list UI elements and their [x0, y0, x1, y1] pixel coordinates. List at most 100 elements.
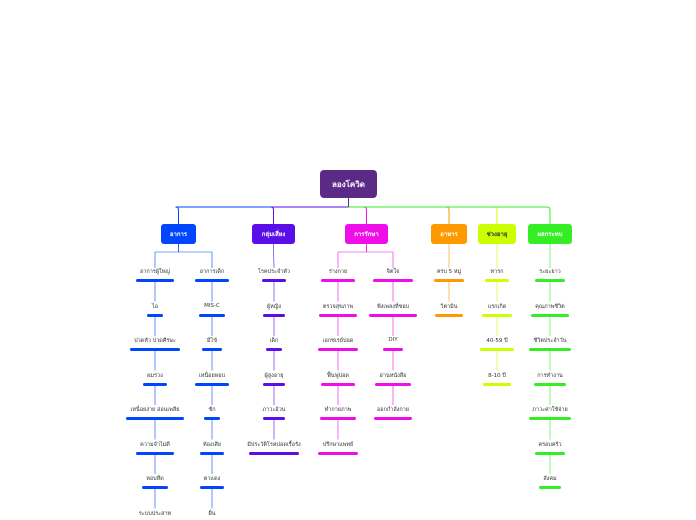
leaf-underline — [375, 382, 411, 386]
leaf-underline — [266, 348, 282, 351]
leaf-underline — [318, 451, 358, 455]
leaf-connector — [273, 243, 275, 269]
leaf-topic[interactable]: ทารก — [490, 269, 504, 275]
leaf-topic[interactable]: ฟื้นฟูปอด — [327, 372, 349, 379]
leaf-topic[interactable]: ออกกำลังกาย — [376, 407, 410, 413]
leaf-topic[interactable]: ผมร่วง — [147, 372, 163, 379]
leaf-topic[interactable]: ท้องเสีย — [202, 441, 222, 448]
branch-connector — [348, 206, 367, 224]
leaf-topic[interactable]: วิตามิน — [440, 303, 458, 310]
leaf-topic[interactable]: เอกซเรย์ปอด — [322, 338, 354, 344]
leaf-underline — [482, 313, 512, 317]
leaf-topic[interactable]: ความจำไม่ดี — [140, 441, 170, 448]
leaf-topic[interactable]: ร่างกาย — [328, 269, 348, 275]
leaf-topic[interactable]: ชีวิตประจำวัน — [533, 338, 567, 344]
leaf-underline — [321, 279, 355, 282]
leaf-underline — [200, 451, 224, 455]
branch-topic[interactable]: การรักษา — [345, 224, 388, 244]
leaf-topic[interactable]: โรคประจำตัว — [258, 269, 290, 275]
leaf-topic[interactable]: ระยะยาว — [539, 269, 561, 275]
leaf-underline — [383, 348, 403, 351]
leaf-topic[interactable]: ปวดหัว ปวดศีรษะ — [134, 338, 176, 344]
leaf-underline — [147, 313, 163, 317]
leaf-underline — [130, 348, 180, 351]
leaf-topic[interactable]: ตรวจสุขภาพ — [322, 303, 354, 310]
leaf-topic[interactable]: ผื่น — [208, 510, 216, 517]
leaf-underline — [136, 279, 174, 282]
leaf-topic[interactable]: สังคม — [543, 476, 557, 482]
leaf-underline — [531, 313, 569, 317]
leaf-underline — [262, 279, 286, 282]
root-topic[interactable]: ลองโควิด — [320, 170, 377, 198]
leaf-underline — [200, 486, 224, 489]
leaf-underline — [480, 348, 514, 351]
leaf-underline — [539, 486, 561, 489]
leaf-underline — [195, 382, 229, 386]
leaf-topic[interactable]: ภาวะอ้วน — [262, 407, 286, 413]
leaf-topic[interactable]: เหนื่อยง่าย อ่อนเพลีย — [130, 407, 180, 413]
branch-topic[interactable]: กลุ่มเสี่ยง — [252, 224, 295, 244]
leaf-topic[interactable]: ทำกายภาพ — [324, 407, 352, 413]
leaf-topic[interactable]: ครอบครัว — [538, 441, 562, 448]
leaf-topic[interactable]: ชัก — [208, 407, 216, 413]
leaf-topic[interactable]: มีประวัติโรคปอดเรื้อรัง — [247, 441, 301, 448]
leaf-topic[interactable]: ตาแดง — [203, 476, 221, 482]
leaf-underline — [321, 382, 355, 386]
leaf-underline — [143, 382, 167, 386]
branch-connector — [348, 206, 498, 224]
leaf-underline — [202, 348, 222, 351]
leaf-topic[interactable]: อาการเด็ก — [199, 269, 225, 275]
leaf-underline — [199, 313, 225, 317]
leaf-topic[interactable]: ครบ 5 หมู่ — [436, 269, 462, 275]
leaf-underline — [435, 313, 463, 317]
leaf-topic[interactable]: ผู้สูงอายุ — [264, 372, 284, 379]
leaf-topic[interactable]: อาการผู้ใหญ่ — [140, 269, 170, 275]
leaf-topic[interactable]: แรกเกิด — [487, 303, 507, 310]
leaf-underline — [483, 382, 511, 386]
branch-topic[interactable]: อาการ — [161, 224, 196, 244]
leaf-topic[interactable]: ภาวะค่าใช้จ่าย — [532, 407, 568, 413]
leaf-underline — [534, 382, 566, 386]
leaf-underline — [195, 279, 229, 282]
leaf-topic[interactable]: การทำงาน — [537, 372, 563, 379]
leaf-topic[interactable]: 8-10 ปี — [488, 372, 506, 379]
leaf-topic[interactable]: หอบหืด — [146, 476, 164, 482]
leaf-topic[interactable]: ไอ — [151, 303, 159, 310]
branch-connector — [348, 206, 551, 224]
leaf-underline — [263, 313, 285, 317]
leaf-topic[interactable]: ปรึกษาแพทย์ — [322, 441, 354, 448]
leaf-topic[interactable]: 40-59 ปี — [486, 338, 508, 344]
leaf-underline — [535, 451, 565, 455]
leaf-topic[interactable]: เหนื่อยหอบ — [198, 372, 226, 379]
leaf-underline — [319, 313, 357, 317]
branch-connector — [175, 206, 349, 224]
leaf-topic[interactable]: จิตใจ — [386, 269, 400, 275]
leaf-topic[interactable]: ฟังเพลงที่ชอบ — [376, 303, 410, 310]
leaf-underline — [320, 417, 356, 420]
leaf-underline — [263, 382, 285, 386]
leaf-underline — [485, 279, 509, 282]
leaf-underline — [374, 417, 412, 420]
leaf-topic[interactable]: MIS-C — [204, 302, 220, 309]
leaf-underline — [204, 417, 220, 420]
leaf-underline — [373, 279, 413, 282]
leaf-underline — [318, 348, 358, 351]
leaf-underline — [142, 486, 168, 489]
leaf-underline — [535, 279, 565, 282]
leaf-topic[interactable]: DIY — [388, 337, 398, 343]
leaf-underline — [434, 279, 464, 282]
leaf-topic[interactable]: ระบบประสาท — [138, 510, 172, 517]
leaf-topic[interactable]: มีไข้ — [206, 338, 218, 344]
branch-topic[interactable]: ผลกระทบ — [528, 224, 572, 244]
leaf-underline — [249, 451, 299, 455]
leaf-topic[interactable]: ผู้หญิง — [266, 303, 282, 310]
branch-topic[interactable]: ช่วงอายุ — [478, 224, 516, 244]
branch-topic[interactable]: อาหาร — [431, 224, 467, 244]
leaf-underline — [263, 417, 285, 420]
branch-connector — [270, 206, 349, 224]
leaf-underline — [529, 348, 571, 351]
leaf-topic[interactable]: เด็ก — [269, 338, 279, 344]
leaf-topic[interactable]: คุณภาพชีวิต — [535, 303, 565, 310]
leaf-topic[interactable]: อ่านหนังสือ — [379, 372, 407, 379]
